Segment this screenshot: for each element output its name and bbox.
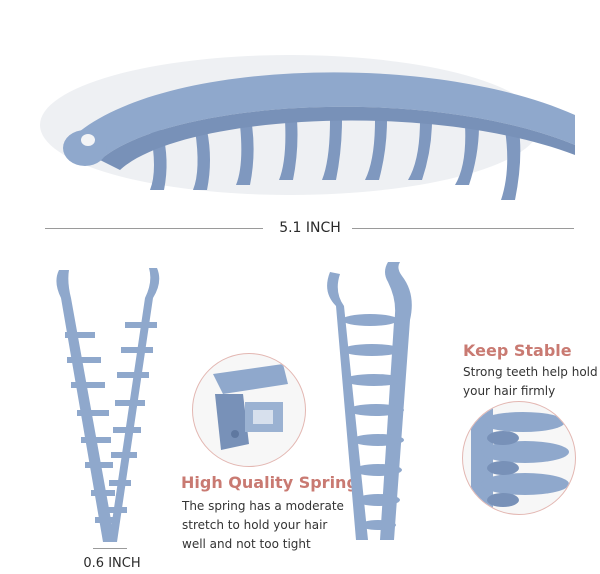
width-dimension-line — [93, 548, 127, 549]
clip-angled-view — [320, 260, 435, 550]
stable-description: Strong teeth help hold your hair firmly — [463, 363, 598, 401]
stable-desc-line: your hair firmly — [463, 384, 556, 398]
spring-desc-line: The spring has a moderate — [182, 499, 344, 513]
spring-description: The spring has a moderate stretch to hol… — [182, 497, 357, 554]
clip-side-view — [30, 20, 590, 220]
stable-desc-line: Strong teeth help hold — [463, 365, 598, 379]
length-dimension-line-left — [45, 228, 263, 229]
teeth-closeup-circle — [462, 401, 576, 515]
spring-desc-line: well and not too tight — [182, 537, 311, 551]
clip-front-view — [45, 262, 175, 547]
width-label: 0.6 INCH — [83, 556, 141, 571]
spring-title: High Quality Spring — [181, 473, 358, 492]
length-dimension-line-right — [352, 228, 574, 229]
spring-desc-line: stretch to hold your hair — [182, 518, 328, 532]
spring-closeup-circle — [192, 353, 306, 467]
stable-title: Keep Stable — [463, 341, 572, 360]
length-label: 5.1 INCH — [279, 220, 341, 236]
